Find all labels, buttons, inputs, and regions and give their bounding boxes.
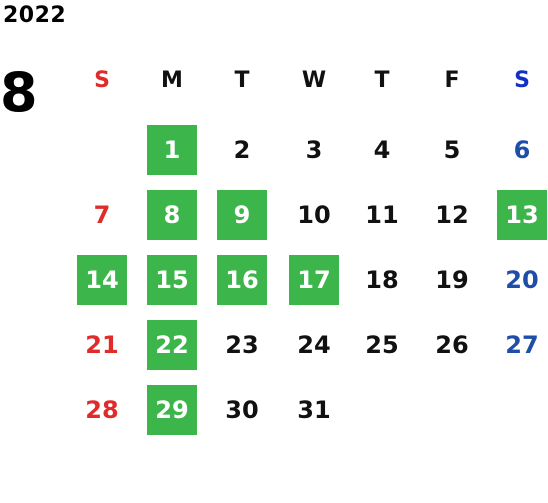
day-cell: 5 <box>443 136 461 164</box>
day-cell-highlighted: 13 <box>497 190 547 240</box>
day-cell-highlighted: 29 <box>147 385 197 435</box>
day-cell-highlighted: 16 <box>217 255 267 305</box>
day-cell: 7 <box>93 201 111 229</box>
day-cell-highlighted: 14 <box>77 255 127 305</box>
weekday-friday: F <box>444 68 460 93</box>
day-cell: 3 <box>305 136 323 164</box>
day-cell: 4 <box>373 136 391 164</box>
weekday-sunday: S <box>94 68 110 93</box>
year-label: 2022 <box>3 3 67 28</box>
day-cell: 18 <box>365 266 399 294</box>
day-cell-highlighted: 22 <box>147 320 197 370</box>
day-cell: 30 <box>225 396 259 424</box>
day-cell: 21 <box>85 331 119 359</box>
weekday-thursday: T <box>374 68 390 93</box>
day-cell-highlighted: 17 <box>289 255 339 305</box>
day-cell: 28 <box>85 396 119 424</box>
day-cell-highlighted: 1 <box>147 125 197 175</box>
day-cell: 10 <box>297 201 331 229</box>
day-cell: 6 <box>513 136 531 164</box>
day-cell: 24 <box>297 331 331 359</box>
day-cell: 2 <box>233 136 251 164</box>
day-cell: 19 <box>435 266 469 294</box>
day-cell-highlighted: 8 <box>147 190 197 240</box>
day-cell: 25 <box>365 331 399 359</box>
weekday-monday: M <box>161 68 183 93</box>
weekday-wednesday: W <box>301 68 327 93</box>
month-number: 8 <box>0 61 38 124</box>
weekday-saturday: S <box>514 68 530 93</box>
day-cell: 31 <box>297 396 331 424</box>
weekday-tuesday: T <box>234 68 250 93</box>
day-cell: 11 <box>365 201 399 229</box>
day-cell: 23 <box>225 331 259 359</box>
day-cell-highlighted: 15 <box>147 255 197 305</box>
day-cell: 27 <box>505 331 539 359</box>
day-cell-highlighted: 9 <box>217 190 267 240</box>
day-cell: 12 <box>435 201 469 229</box>
day-cell: 26 <box>435 331 469 359</box>
day-cell: 20 <box>505 266 539 294</box>
